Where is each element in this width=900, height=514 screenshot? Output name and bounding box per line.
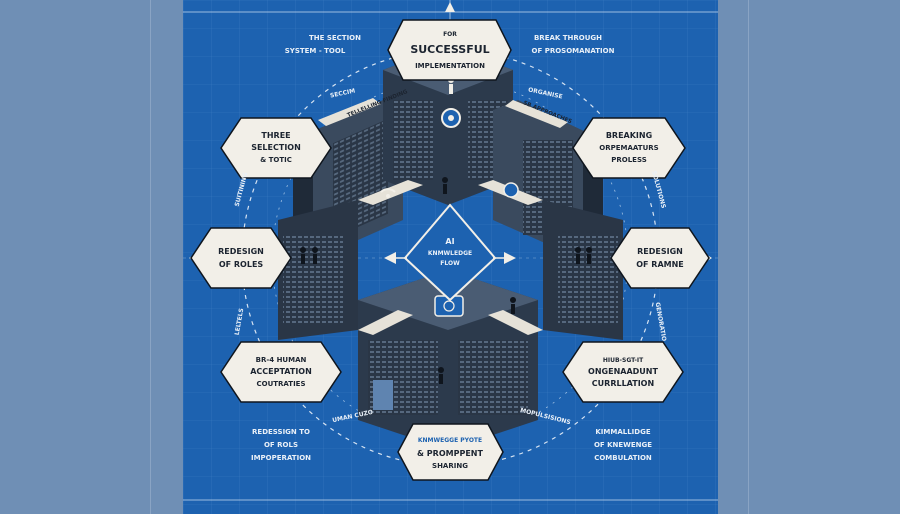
hex-top-line-3: IMPLEMENTATION xyxy=(415,62,485,70)
top-left-line-1: THE SECTION xyxy=(309,34,361,42)
person-icon xyxy=(438,367,444,384)
top-right-line-2: OF PROSOMANATION xyxy=(532,47,615,55)
bottom-right-line-3: COMBULATION xyxy=(594,454,652,462)
hex-upper-left-line-2: SELECTION xyxy=(251,143,301,152)
center-line-2: KNMWLEDGE xyxy=(428,250,472,257)
hex-top-line-2: SUCCESSFUL xyxy=(410,43,489,56)
bottom-right-line-2: OF KNEWENGE xyxy=(594,441,652,449)
person-icon xyxy=(442,177,448,194)
hex-lower-right-line-1: HIUB-SGT-IT xyxy=(603,357,644,364)
hex-lower-left-line-2: ACCEPTATION xyxy=(250,367,312,376)
hex-lower-right-line-2: ONGENAADUNT xyxy=(588,367,658,376)
diagram-svg: TELLELLING FINDING SB APPROACHES xyxy=(183,0,718,514)
bottom-left-line-1: REDESSIGN TO xyxy=(252,428,310,436)
hex-lower-right-line-3: CURRLLATION xyxy=(592,379,654,388)
hex-lower-right xyxy=(562,341,684,403)
hex-upper-right-line-2: ORPEMAATURS xyxy=(599,144,658,152)
hex-upper-left xyxy=(220,117,332,179)
hex-mid-left xyxy=(190,227,292,289)
hex-top-line-1: FOR xyxy=(443,31,457,38)
hex-upper-right-line-1: BREAKING xyxy=(606,131,652,140)
person-icon xyxy=(312,247,318,264)
top-right-line-1: BREAK THROUGH xyxy=(534,34,602,42)
center-title: AI xyxy=(445,237,454,246)
person-icon xyxy=(575,247,581,264)
hex-bottom-center xyxy=(397,423,504,481)
person-icon xyxy=(510,297,516,314)
hex-top xyxy=(387,19,512,81)
bottom-right-line-1: KIMMALLIDGE xyxy=(595,428,650,436)
hex-mid-right-line-1: REDESIGN xyxy=(637,247,683,256)
gear-icon xyxy=(441,108,461,128)
wifi-icon xyxy=(380,182,519,198)
left-margin xyxy=(0,0,183,514)
bottom-left-line-2: OF ROLS xyxy=(264,441,298,449)
hex-bottom-line-2: & PROMPPENT xyxy=(417,449,483,458)
figures xyxy=(300,77,592,384)
arrow-icon xyxy=(445,2,455,12)
hex-lower-left xyxy=(220,341,342,403)
hex-bottom-line-1: KNMWEGGE PYOTE xyxy=(418,437,482,444)
hex-mid-right xyxy=(610,227,710,289)
blueprint-panel: TELLELLING FINDING SB APPROACHES xyxy=(183,0,718,514)
hex-mid-left-line-2: OF ROLES xyxy=(219,260,264,269)
hex-lower-left-line-1: BR-4 HUMAN xyxy=(256,356,307,364)
hex-upper-left-line-1: THREE xyxy=(261,131,290,140)
hex-upper-right xyxy=(572,117,686,179)
hex-lower-left-line-3: COUTRATIES xyxy=(256,380,305,388)
hex-mid-right-line-2: OF RAMNE xyxy=(636,260,684,269)
person-icon xyxy=(586,247,592,264)
hex-bottom-line-3: SHARING xyxy=(432,462,468,470)
right-margin xyxy=(718,0,900,514)
center-diamond xyxy=(403,203,497,302)
top-left-line-2: SYSTEM - TOOL xyxy=(285,47,346,55)
center-line-3: FLOW xyxy=(440,260,460,267)
person-icon xyxy=(300,247,306,264)
ring-label-left-lower: LELTELS xyxy=(234,308,246,336)
hex-mid-left-line-1: REDESIGN xyxy=(218,247,264,256)
hex-upper-right-line-3: PROLESS xyxy=(611,156,646,164)
bottom-left-line-3: IMPOPERATION xyxy=(251,454,311,462)
hex-upper-left-line-3: & TOTIC xyxy=(260,156,292,164)
